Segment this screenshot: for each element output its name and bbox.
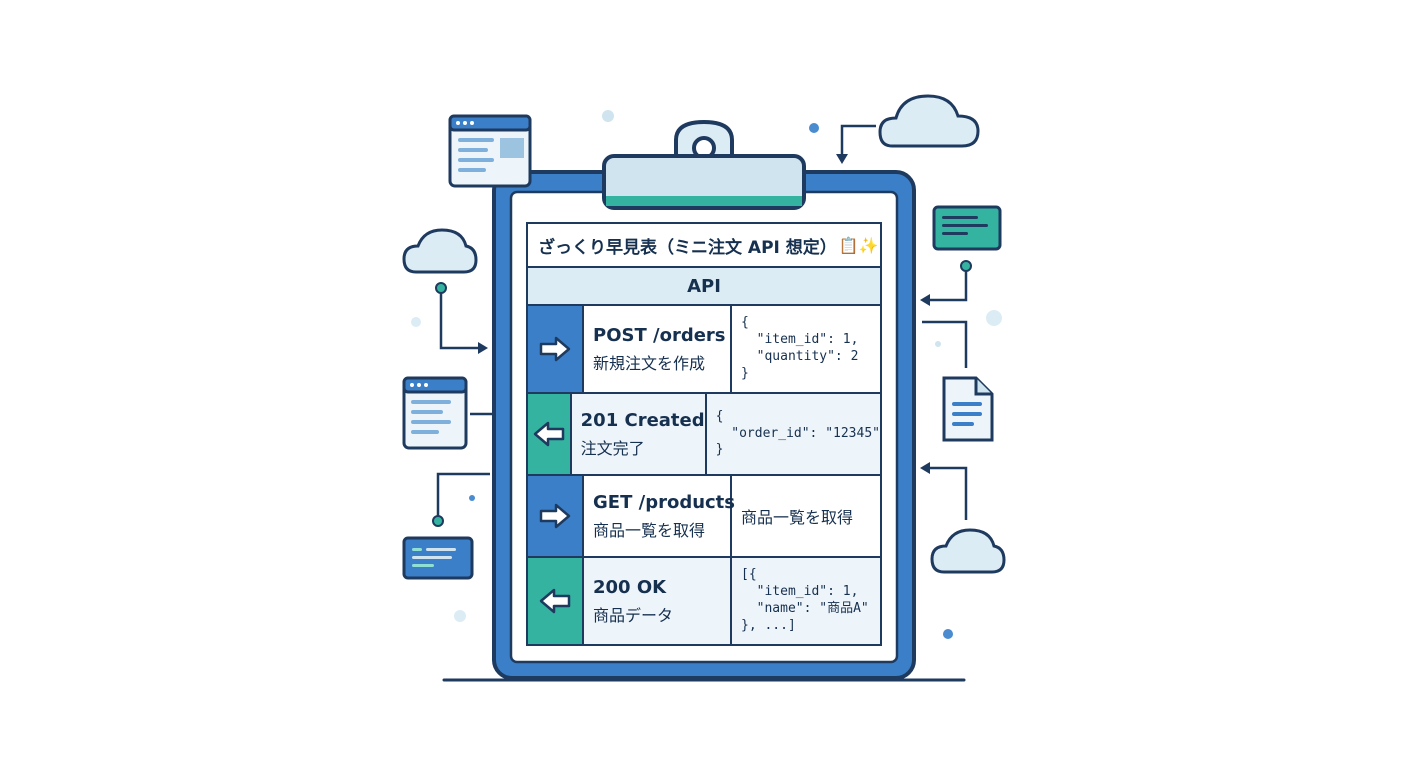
arrow-right-icon: [539, 503, 571, 529]
decor-dot: [986, 310, 1002, 326]
table-row: GET /products 商品一覧を取得 商品一覧を取得: [528, 476, 880, 558]
table-header: API: [528, 268, 880, 306]
connector-line: [928, 466, 968, 520]
browser-window-icon: [402, 376, 468, 450]
response-direction-cell: [528, 558, 584, 644]
decor-dot: [469, 495, 475, 501]
payload-cell: 商品一覧を取得: [732, 476, 880, 556]
decor-dot: [809, 123, 819, 133]
endpoint-subtitle: 商品データ: [593, 605, 674, 625]
browser-window-icon: [448, 114, 532, 188]
connector-dot: [435, 282, 447, 294]
decor-dot: [602, 110, 614, 122]
decor-dot: [943, 629, 953, 639]
table-title: ざっくり早見表（ミニ注文 API 想定） 📋✨: [528, 224, 880, 268]
arrow-left-icon: [533, 421, 565, 447]
clipboard-clip-icon: [602, 119, 806, 210]
endpoint-title: 201 Created: [580, 409, 705, 431]
arrow-head-icon: [478, 342, 488, 354]
cloud-icon: [402, 228, 478, 274]
request-direction-cell: [528, 476, 584, 556]
cloud-icon: [930, 528, 1006, 574]
endpoint-subtitle: 商品一覧を取得: [593, 520, 706, 540]
payload-text: { "order_id": "12345" }: [715, 408, 880, 458]
endpoint-cell: 200 OK 商品データ: [584, 558, 732, 644]
table-row: 201 Created 注文完了 { "order_id": "12345" }: [528, 394, 880, 476]
code-card-icon: [402, 536, 474, 580]
connector-line: [439, 293, 480, 350]
endpoint-subtitle: 注文完了: [580, 438, 645, 458]
connector-line: [436, 472, 490, 516]
payload-text: 商品一覧を取得: [741, 508, 854, 527]
arrow-head-icon: [836, 154, 848, 164]
document-icon: [942, 376, 994, 442]
connector-line: [928, 271, 968, 302]
connector-dot: [960, 260, 972, 272]
response-direction-cell: [528, 394, 572, 474]
endpoint-title: GET /products: [593, 491, 736, 513]
endpoint-cell: POST /orders 新規注文を作成: [584, 306, 732, 392]
api-cheatsheet-table: ざっくり早見表（ミニ注文 API 想定） 📋✨ API POST /orders…: [526, 222, 882, 646]
arrow-left-icon: [539, 588, 571, 614]
connector-dot: [432, 515, 444, 527]
decor-dot: [411, 317, 421, 327]
cloud-icon: [878, 94, 980, 148]
arrow-head-icon: [920, 294, 930, 306]
payload-text: [{ "item_id": 1, "name": "商品A" }, ...]: [741, 567, 869, 633]
decor-dot: [935, 341, 941, 347]
endpoint-title: 200 OK: [593, 576, 667, 598]
table-row: 200 OK 商品データ [{ "item_id": 1, "name": "商…: [528, 558, 880, 644]
payload-cell: { "order_id": "12345" }: [706, 394, 880, 474]
request-direction-cell: [528, 306, 584, 392]
decor-dot: [454, 610, 466, 622]
table-title-text: ざっくり早見表（ミニ注文 API 想定）: [538, 237, 837, 258]
endpoint-cell: GET /products 商品一覧を取得: [584, 476, 736, 556]
endpoint-subtitle: 新規注文を作成: [593, 353, 706, 373]
payload-cell: [{ "item_id": 1, "name": "商品A" }, ...]: [732, 558, 880, 644]
code-card-icon: [932, 205, 1002, 251]
clipboard-sparkle-icon: 📋✨: [838, 235, 879, 255]
connector-line: [840, 124, 876, 160]
payload-cell: { "item_id": 1, "quantity": 2 }: [732, 306, 880, 392]
endpoint-title: POST /orders: [593, 324, 726, 346]
payload-text: { "item_id": 1, "quantity": 2 }: [741, 315, 859, 381]
endpoint-cell: 201 Created 注文完了: [571, 394, 707, 474]
arrow-right-icon: [539, 336, 571, 362]
table-row: POST /orders 新規注文を作成 { "item_id": 1, "qu…: [528, 306, 880, 394]
connector-line: [922, 320, 968, 368]
arrow-head-icon: [920, 462, 930, 474]
